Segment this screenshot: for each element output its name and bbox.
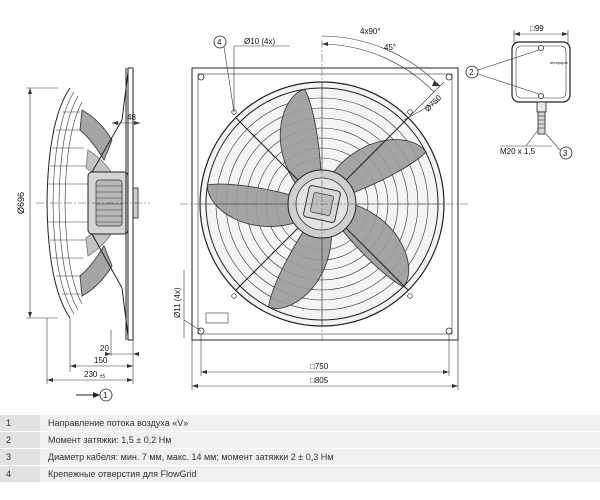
dim-hole-10: Ø10 (4x) xyxy=(244,37,275,46)
callout-1: 1 xyxy=(103,391,108,400)
callout-2-marker xyxy=(465,65,479,79)
callout-1-marker xyxy=(99,388,113,402)
dim-48: 48 xyxy=(127,113,136,122)
dim-230-tolerance: ±5 xyxy=(100,374,106,380)
callout-3-marker xyxy=(559,146,573,160)
legend-number: 2 xyxy=(0,432,40,448)
front-view: 4x90° 45° Ø750 Ø10 (4x) 4 Ø11 (4x) □750 … xyxy=(173,27,470,390)
legend-row: 2 Момент затяжки: 1,5 ± 0,2 Нм xyxy=(0,432,600,449)
dim-angle-45: 45° xyxy=(384,43,396,52)
legend-text: Момент затяжки: 1,5 ± 0,2 Нм xyxy=(40,432,600,448)
legend-text: Направление потока воздуха «V» xyxy=(40,415,600,431)
brand-logo: ebmpapst xyxy=(550,60,568,65)
fan-technical-drawing: Ø696 xyxy=(16,24,573,402)
callout-2: 2 xyxy=(469,68,474,77)
legend-table: 1 Направление потока воздуха «V» 2 Момен… xyxy=(0,415,600,483)
dim-hole-11: Ø11 (4x) xyxy=(173,287,182,318)
dim-m20: M20 x 1,5 xyxy=(500,147,536,156)
legend-number: 3 xyxy=(0,449,40,465)
side-view: Ø696 xyxy=(16,67,150,402)
legend-text: Крепежные отверстия для FlowGrid xyxy=(40,466,600,482)
legend-row: 3 Диаметр кабеля: мин. 7 мм, макс. 14 мм… xyxy=(0,449,600,466)
legend-text: Диаметр кабеля: мин. 7 мм, макс. 14 мм; … xyxy=(40,449,600,465)
legend-row: 4 Крепежные отверстия для FlowGrid xyxy=(0,466,600,483)
legend-number: 4 xyxy=(0,466,40,482)
dim-805-square: □805 xyxy=(310,376,329,385)
callout-3: 3 xyxy=(563,149,568,158)
dim-angle-4x90: 4x90° xyxy=(360,27,381,36)
terminal-box-view: □99 ebmpapst 2 M20 x 1,5 3 xyxy=(465,24,573,160)
dim-230: 230 ±5 xyxy=(84,370,105,380)
legend-number: 1 xyxy=(0,415,40,431)
dim-230-value: 230 xyxy=(84,370,98,379)
callout-4: 4 xyxy=(217,38,222,47)
dim-696: Ø696 xyxy=(16,192,26,214)
dim-box-99: □99 xyxy=(530,24,544,33)
dim-20: 20 xyxy=(100,344,109,353)
dim-750-square: □750 xyxy=(310,362,329,371)
legend-row: 1 Направление потока воздуха «V» xyxy=(0,415,600,432)
dim-150: 150 xyxy=(94,356,108,365)
callout-4-marker xyxy=(213,35,227,49)
